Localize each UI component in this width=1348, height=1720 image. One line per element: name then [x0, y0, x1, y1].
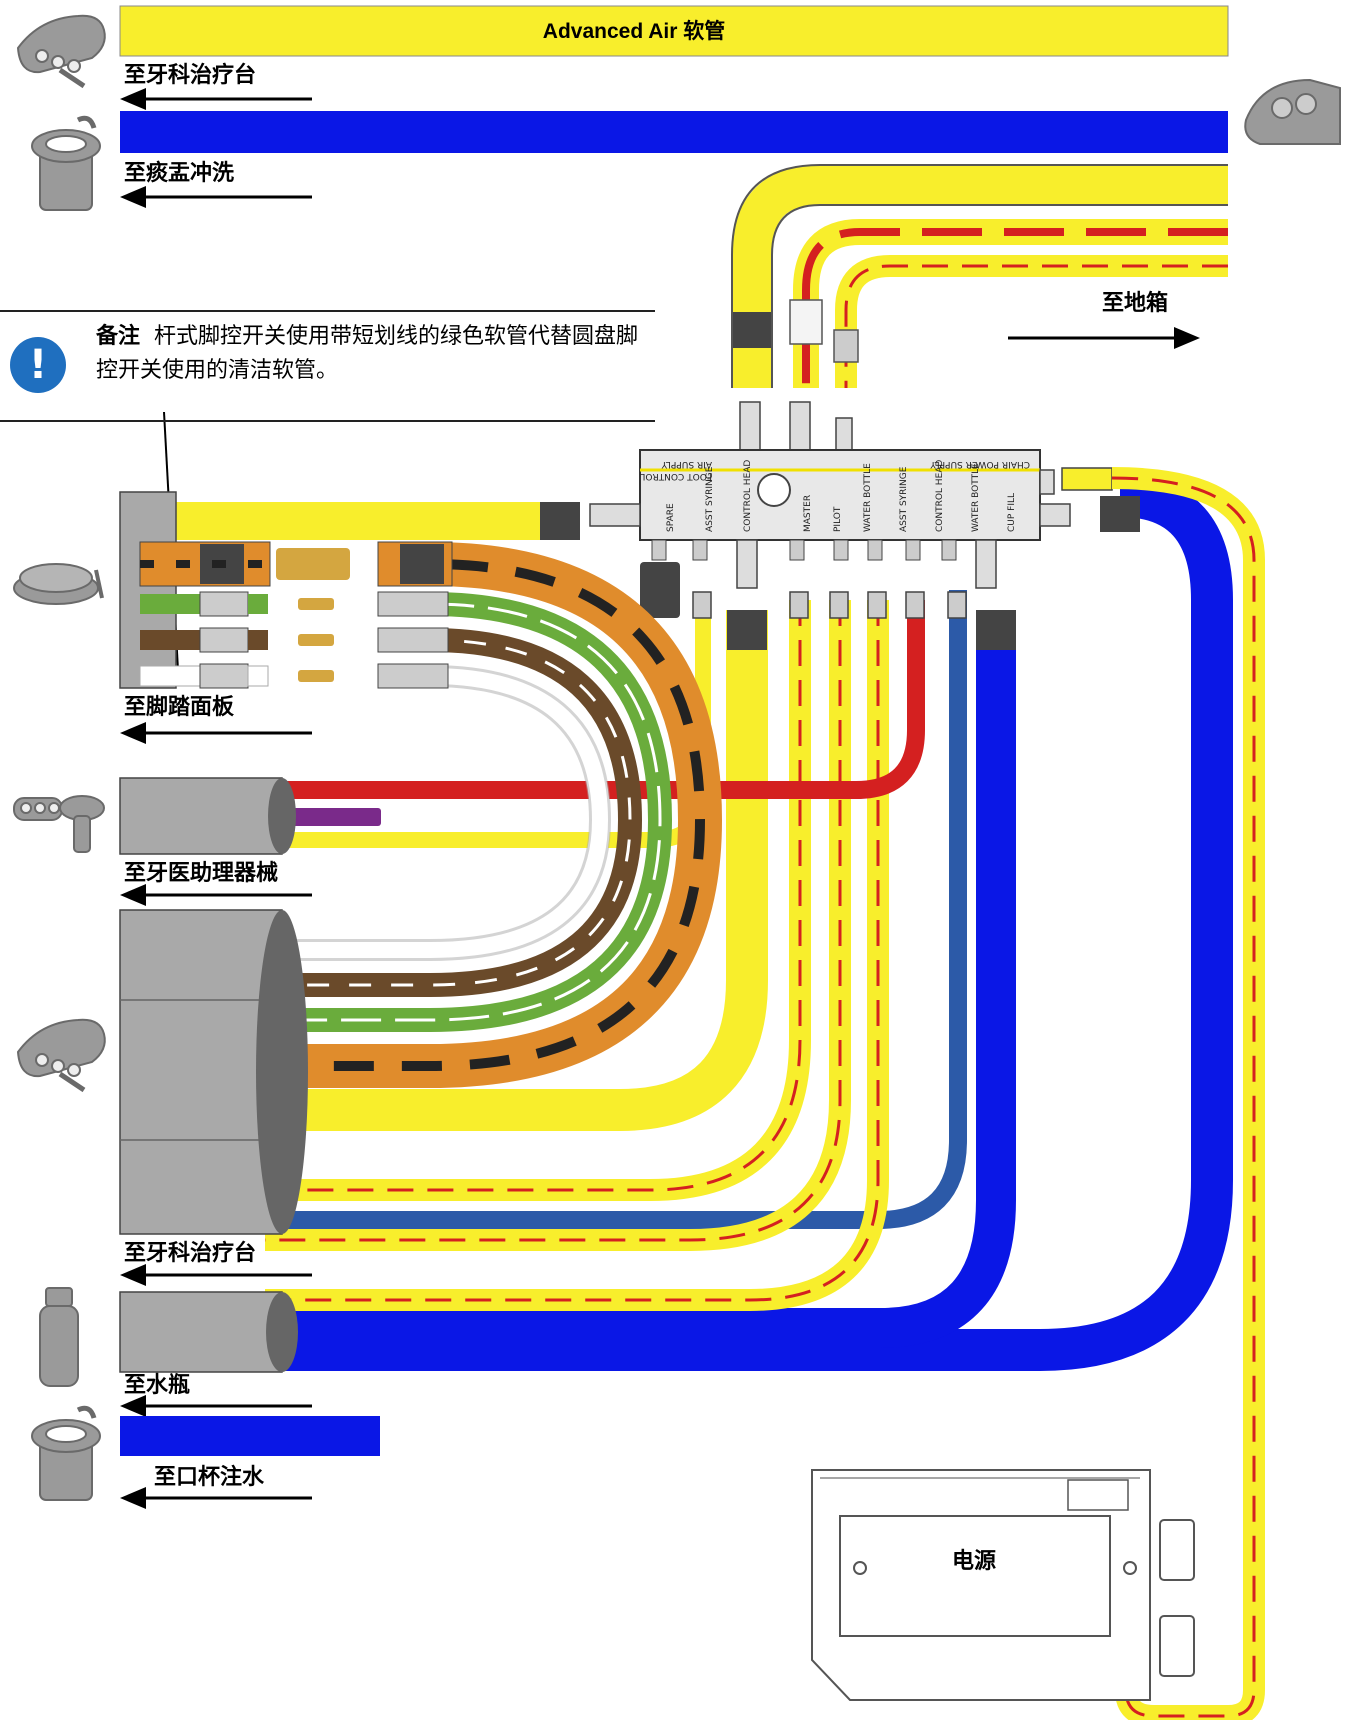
power-supply: 电源	[811, 1469, 1195, 1701]
note-body: 杆式脚控开关使用带短划线的绿色软管代替圆盘脚控开关使用的清洁软管。	[96, 324, 639, 383]
note-title: 备注	[96, 324, 141, 349]
cuspidor-icon	[31, 115, 101, 211]
svg-text:MASTER: MASTER	[803, 495, 813, 532]
label-to-dental-chair-bottom: 至牙科治疗台	[124, 1240, 256, 1266]
conduit-foot-pedal	[119, 491, 177, 689]
info-exclamation-icon: !	[10, 337, 66, 393]
cup-fill-icon	[31, 1405, 101, 1501]
label-to-foot-pedal: 至脚踏面板	[124, 695, 235, 720]
hose-yellow-thin-top	[835, 255, 1228, 388]
title-banner	[119, 5, 1229, 57]
note-text: 备注杆式脚控开关使用带短划线的绿色软管代替圆盘脚控开关使用的清洁软管。	[96, 320, 656, 388]
power-supply-label: 电源	[952, 1549, 996, 1574]
svg-text:WATER BOTTLE: WATER BOTTLE	[971, 463, 981, 532]
svg-text:CONTROL HEAD: CONTROL HEAD	[743, 460, 753, 532]
foot-pedal-icon	[13, 563, 104, 605]
svg-text:CONTROL HEAD: CONTROL HEAD	[935, 460, 945, 532]
water-bottle-icon	[39, 1287, 79, 1387]
label-to-dental-chair-top: 至牙科治疗台	[124, 62, 256, 88]
hose-yellow-outer-bend	[732, 165, 1228, 388]
conduit-water-bottle	[119, 1291, 283, 1373]
hose-blue-cup	[265, 610, 1016, 1348]
hose-yellow-large	[265, 610, 768, 1131]
label-to-assistant-instruments: 至牙医助理器械	[124, 861, 278, 886]
svg-text:ASST SYRINGE: ASST SYRINGE	[899, 466, 909, 532]
svg-text:CUP FILL: CUP FILL	[1007, 493, 1017, 532]
manifold: AIR SUPPLY FOOT CONTROL CHAIR POWER SUPP…	[589, 401, 1071, 618]
svg-text:WATER BOTTLE: WATER BOTTLE	[863, 463, 873, 532]
conduit-assistant	[119, 777, 283, 855]
chair-icon	[1244, 78, 1341, 145]
svg-text:AIR SUPPLY: AIR SUPPLY	[661, 459, 712, 469]
chair-icon-2	[16, 1018, 106, 1093]
label-to-cuspidor-rinse: 至痰盂冲洗	[124, 160, 234, 186]
svg-text:ASST SYRINGE: ASST SYRINGE	[705, 466, 715, 532]
control-head-icon	[16, 14, 106, 89]
label-to-cup-fill: 至口杯注水	[154, 1464, 265, 1490]
title-text: Advanced Air 软管	[543, 19, 725, 43]
svg-text:SPARE: SPARE	[666, 503, 676, 532]
hose-red-assistant	[280, 600, 925, 799]
hose-blue-top	[120, 111, 1228, 153]
hose-blue-bottom	[120, 1416, 380, 1456]
svg-text:FOOT CONTROL: FOOT CONTROL	[640, 471, 712, 481]
assistant-instruments-icon	[13, 795, 105, 853]
svg-text:PILOT: PILOT	[833, 506, 843, 532]
label-to-floor-box: 至地箱	[1102, 290, 1168, 316]
note-box: ! 备注杆式脚控开关使用带短划线的绿色软管代替圆盘脚控开关使用的清洁软管。	[0, 310, 655, 422]
hose-darkblue-water-bottle	[265, 590, 967, 1229]
hose-blue-right-large	[120, 475, 1233, 1371]
label-to-water-bottle: 至水瓶	[124, 1373, 190, 1398]
svg-text:CHAIR POWER SUPPLY: CHAIR POWER SUPPLY	[930, 459, 1030, 469]
hose-yellow-foot	[170, 502, 580, 540]
